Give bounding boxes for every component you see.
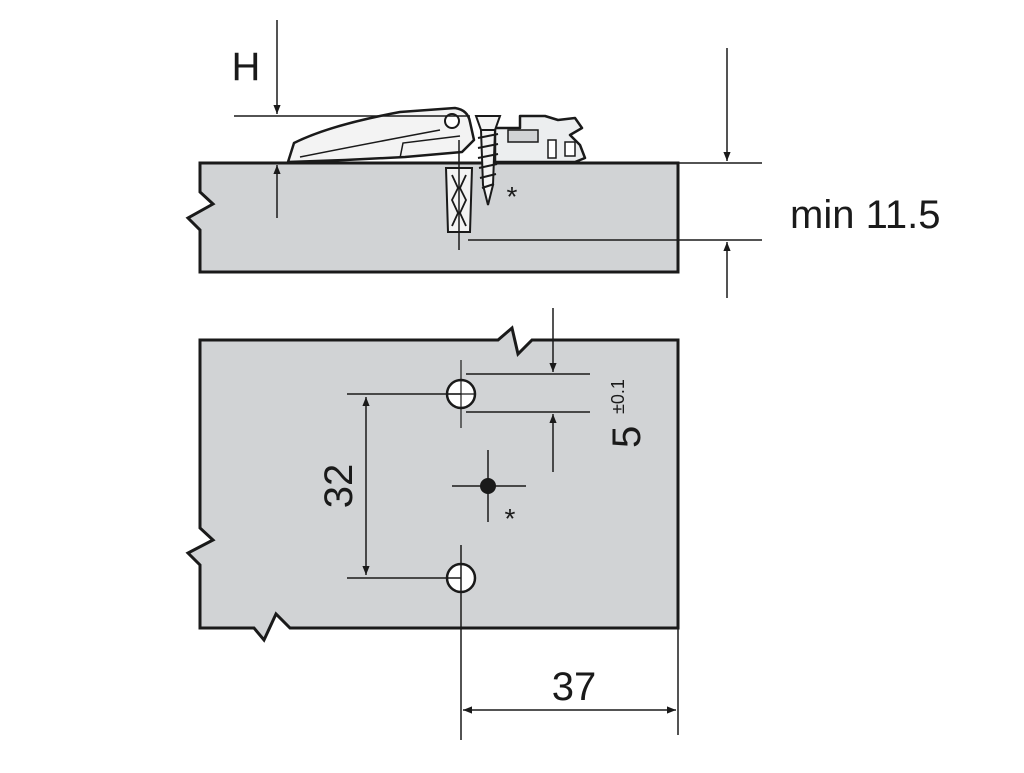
- offset-5-label: 5 ±0.1: [605, 379, 649, 448]
- hinge-plate: [286, 106, 587, 164]
- min-thickness-label: min 11.5: [790, 193, 940, 237]
- h-label: H: [232, 45, 261, 89]
- screw-icon: [474, 115, 502, 206]
- top-view: * 32 5 ±0.1 37: [185, 308, 680, 740]
- spacing-32-label: 32: [317, 464, 361, 509]
- top-star-marker: *: [505, 503, 516, 534]
- side-panel: [185, 161, 680, 274]
- offset-tolerance-label: ±0.1: [608, 379, 628, 414]
- side-view: H min 11.5 *: [185, 20, 940, 298]
- side-star-marker: *: [507, 181, 518, 212]
- svg-text:5: 5: [605, 426, 649, 448]
- top-panel: [185, 325, 680, 643]
- edge-distance-37-label: 37: [552, 665, 597, 709]
